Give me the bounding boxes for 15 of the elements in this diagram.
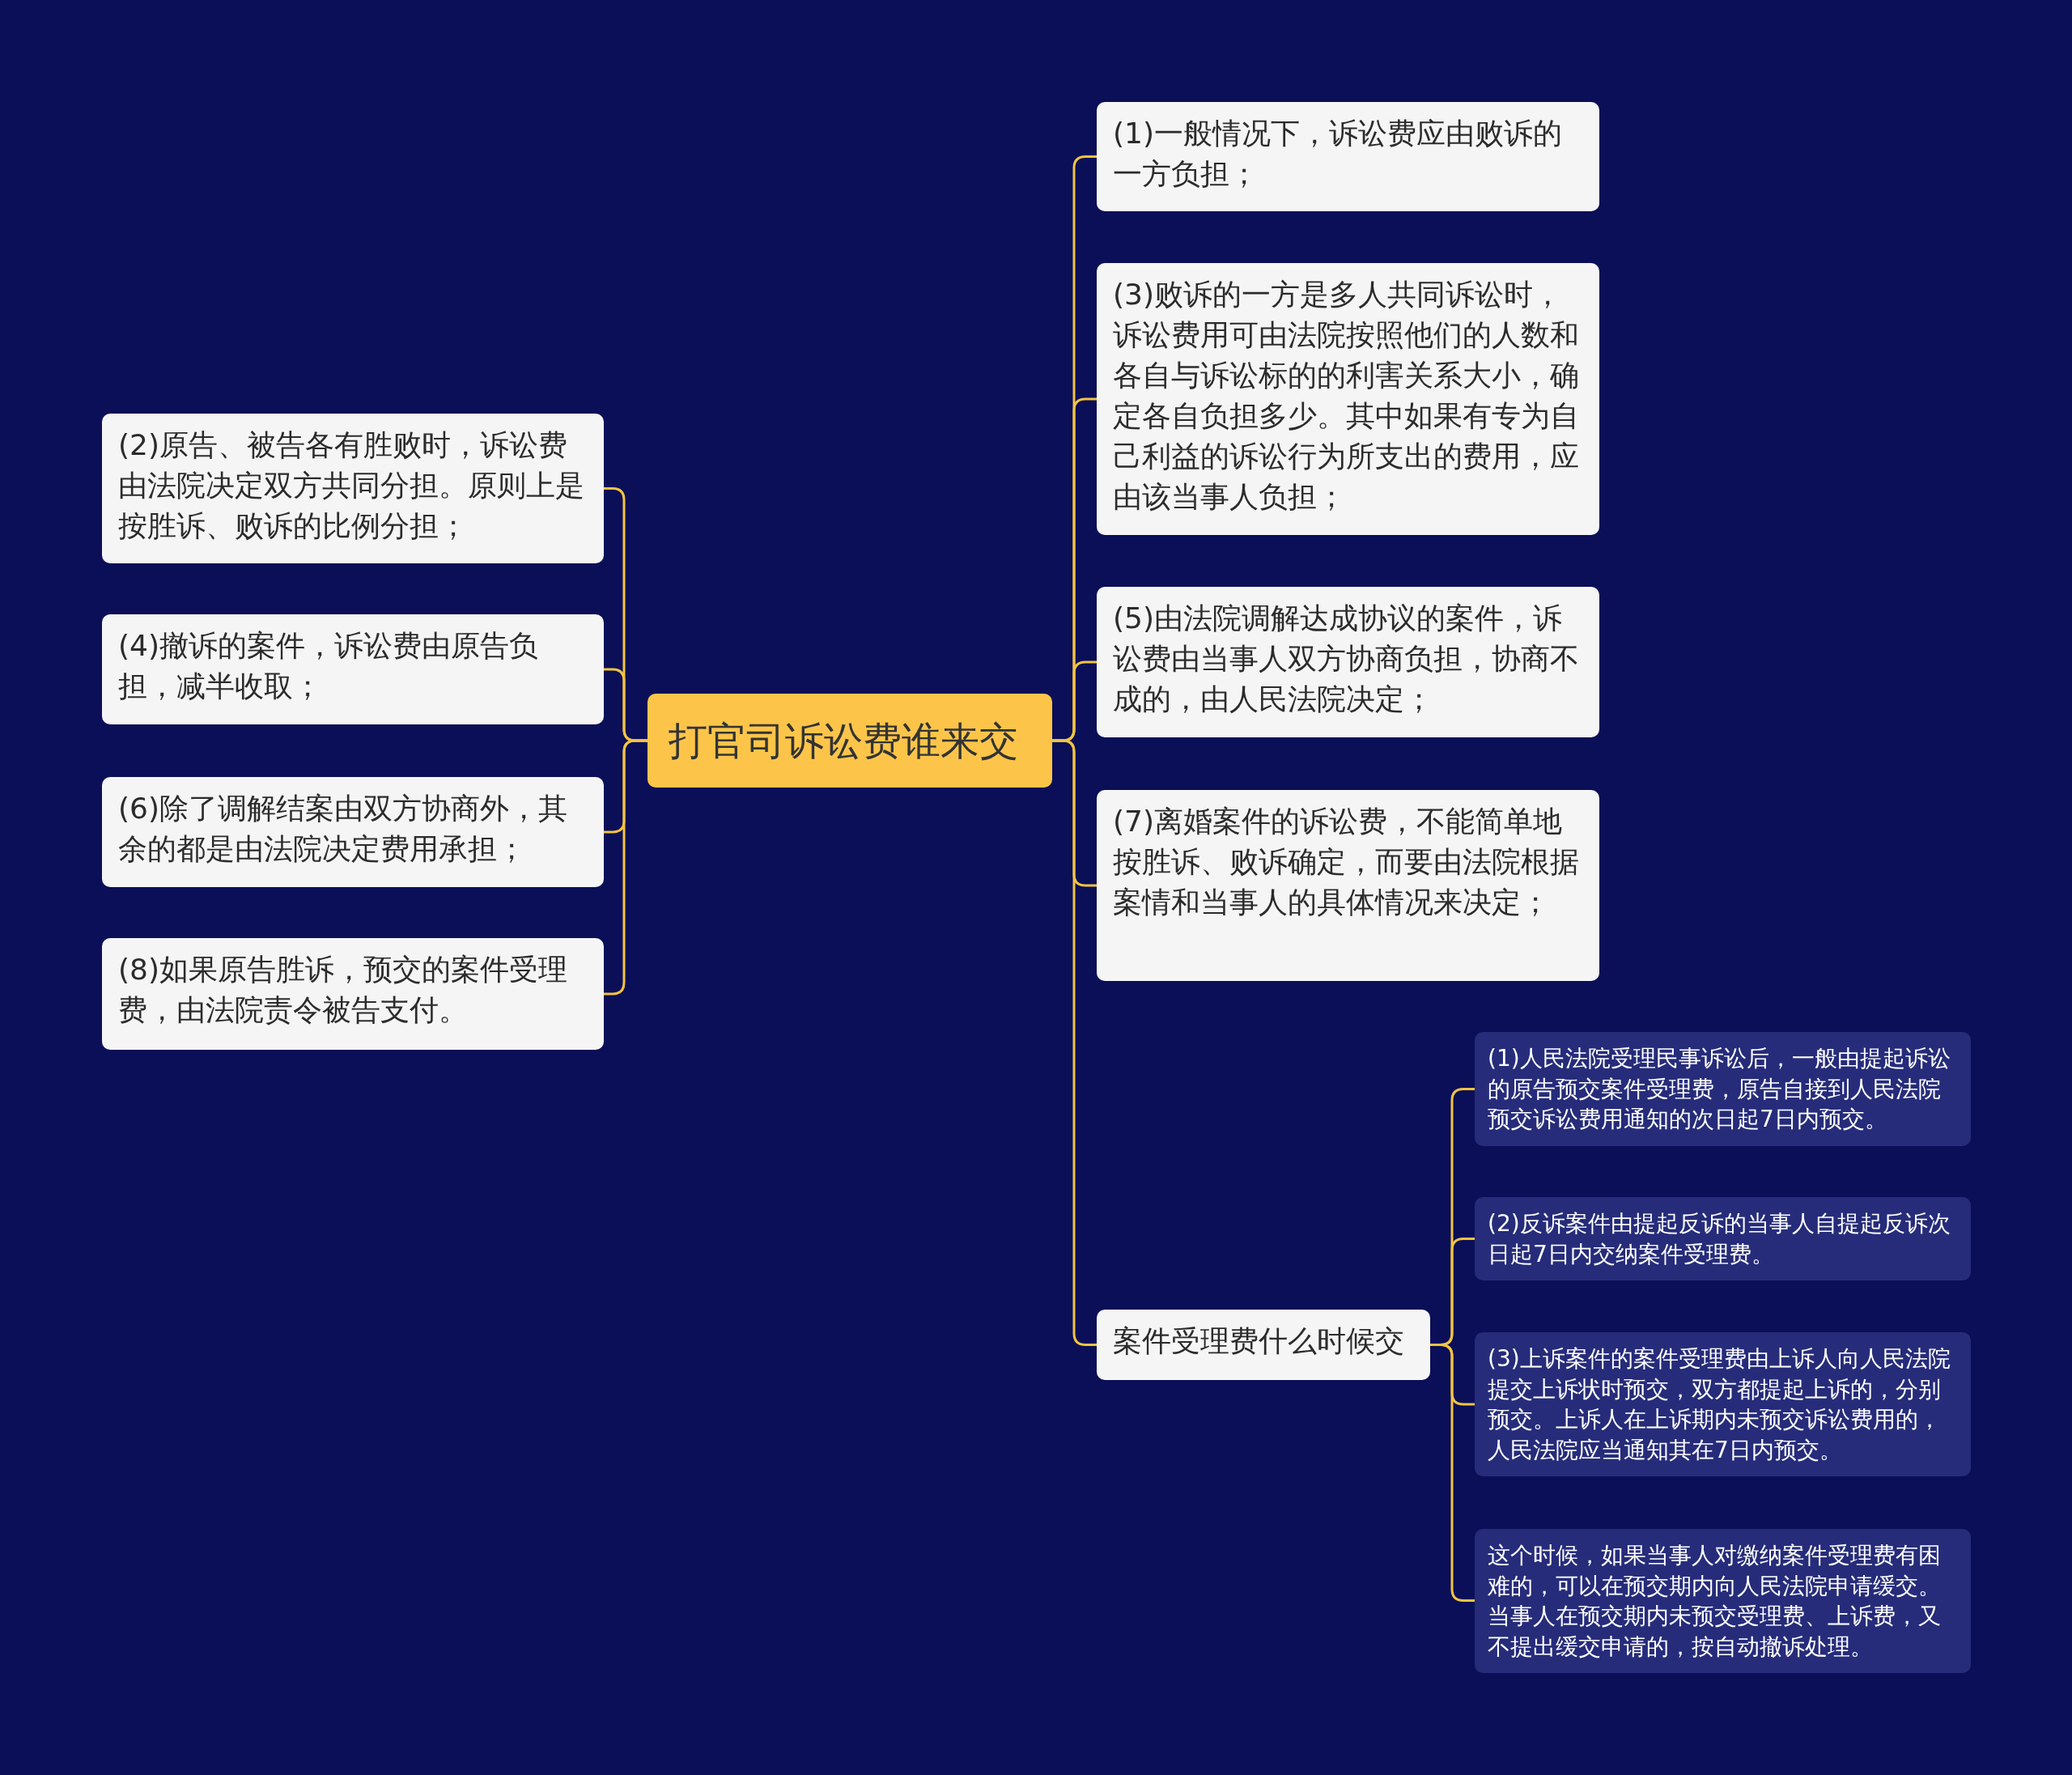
subtopic-box: (3)上诉案件的案件受理费由上诉人向人民法院提交上诉状时预交，双方都提起上诉的，分别预交。上诉人在上诉期内未预交诉讼费用的，人民法院应当通知其在7日内预交。	[1475, 1332, 1971, 1476]
subtopic-box: 这个时候，如果当事人对缴纳案件受理费有困难的，可以在预交期内向人民法院申请缓交。当事人在预交期内未预交受理费、上诉费，又不提出缓交申请的，按自动撤诉处理。	[1475, 1529, 1971, 1673]
topic-box: (8)如果原告胜诉，预交的案件受理费，由法院责令被告支付。	[102, 938, 604, 1050]
topic-box: (2)原告、被告各有胜败时，诉讼费由法院决定双方共同分担。原则上是按胜诉、败诉的比例分担；	[102, 414, 604, 563]
subtopic-box: (1)人民法院受理民事诉讼后，一般由提起诉讼的原告预交案件受理费，原告自接到人民法院预交诉讼费用通知的次日起7日内预交。	[1475, 1032, 1971, 1146]
topic-box: (7)离婚案件的诉讼费，不能简单地按胜诉、败诉确定，而要由法院根据案情和当事人的具体情况来决定；	[1097, 790, 1599, 981]
topic-box: 案件受理费什么时候交	[1097, 1310, 1430, 1380]
topic-box: (3)败诉的一方是多人共同诉讼时，诉讼费用可由法院按照他们的人数和各自与诉讼标的的利害关系大小，确定各自负担多少。其中如果有专为自己利益的诉讼行为所支出的费用，应由该当事人负担；	[1097, 263, 1599, 535]
topic-box: (5)由法院调解达成协议的案件，诉讼费由当事人双方协商负担，协商不成的，由人民法院决定；	[1097, 587, 1599, 737]
connector-line	[604, 739, 648, 996]
subtopic-box: (2)反诉案件由提起反诉的当事人自提起反诉次日起7日内交纳案件受理费。	[1475, 1197, 1971, 1280]
topic-box: (1)一般情况下，诉讼费应由败诉的一方负担；	[1097, 102, 1599, 211]
central-topic-box: 打官司诉讼费谁来交	[648, 694, 1052, 788]
topic-box: (4)撤诉的案件，诉讼费由原告负担，减半收取；	[102, 614, 604, 724]
topic-box: (6)除了调解结案由双方协商外，其余的都是由法院决定费用承担；	[102, 777, 604, 887]
